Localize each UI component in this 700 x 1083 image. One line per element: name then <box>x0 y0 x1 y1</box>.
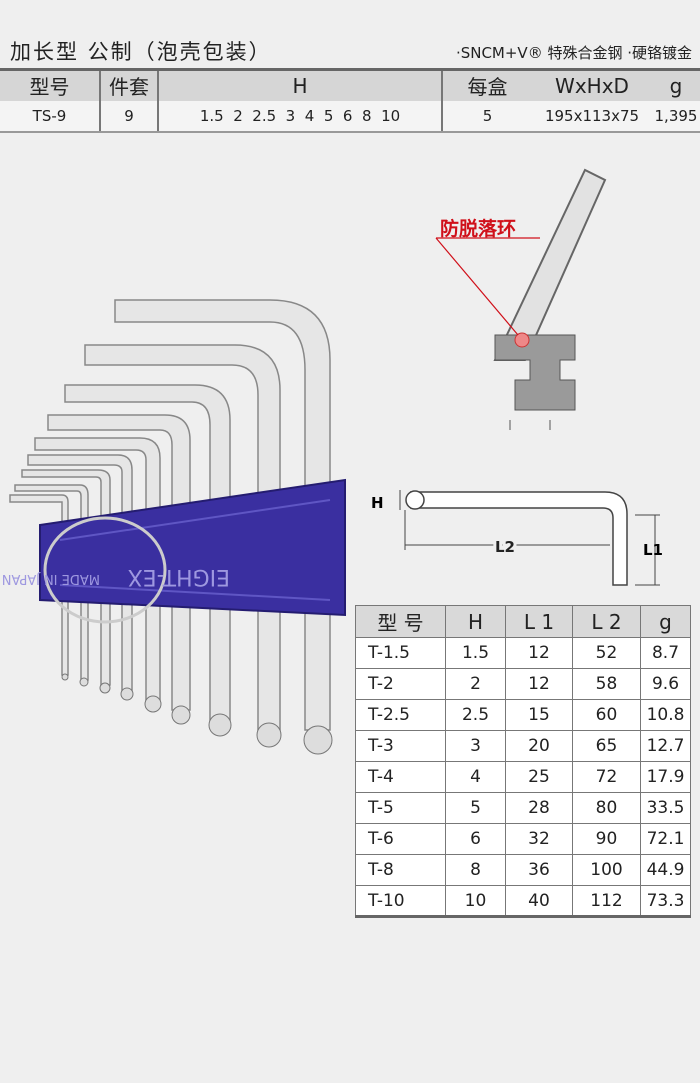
size-cell: 60 <box>572 699 641 731</box>
size-cell: 20 <box>505 730 573 762</box>
size-cell: 3 <box>445 730 506 762</box>
size-cell: 32 <box>505 823 573 855</box>
h-dimension-label: H <box>371 494 384 512</box>
spec-header: 型号 <box>0 68 101 101</box>
anti-drop-ring-label: 防脱落环 <box>440 217 516 240</box>
size-cell: 100 <box>572 854 641 886</box>
size-cell: 72.1 <box>640 823 691 855</box>
size-cell: 52 <box>572 637 641 669</box>
size-cell: T-2.5 <box>355 699 446 731</box>
size-cell: 2 <box>445 668 506 700</box>
size-cell: 25 <box>505 761 573 793</box>
size-cell: T-5 <box>355 792 446 824</box>
material-subtitle: ·SNCM+V® 特殊合金钢 ·硬铬镀金 <box>455 44 692 62</box>
hex-key-set-image: MADE IN JAPAN EIGHT-EX <box>2 299 346 755</box>
page-title: 加长型 公制（泡壳包装） <box>10 40 272 64</box>
sizes-header: L 1 <box>505 605 573 638</box>
size-cell: 5 <box>445 792 506 824</box>
size-cell: 6 <box>445 823 506 855</box>
size-cell: 8 <box>445 854 506 886</box>
table-row: TS-9 9 1.5 2 2.5 3 4 5 6 8 10 5 195x113x… <box>0 100 700 133</box>
size-cell: 72 <box>572 761 641 793</box>
sizes-header: 型 号 <box>355 605 446 638</box>
size-cell: 15 <box>505 699 573 731</box>
size-cell: 8.7 <box>640 637 691 669</box>
size-cell: 12 <box>505 668 573 700</box>
size-cell: 80 <box>572 792 641 824</box>
size-cell: 73.3 <box>640 885 691 917</box>
size-cell: 17.9 <box>640 761 691 793</box>
size-cell: 12 <box>505 637 573 669</box>
size-cell: T-2 <box>355 668 446 700</box>
size-cell: T-10 <box>355 885 446 917</box>
dimension-diagram: H L2 L1 <box>371 490 663 586</box>
size-cell: 12.7 <box>640 730 691 762</box>
sizes-header: g <box>640 605 691 638</box>
spec-cell: TS-9 <box>0 100 101 133</box>
size-cell: 58 <box>572 668 641 700</box>
size-cell: 9.6 <box>640 668 691 700</box>
sizes-header: L 2 <box>572 605 641 638</box>
holder-made-label: MADE IN JAPAN <box>2 571 100 586</box>
size-cell: 90 <box>572 823 641 855</box>
spec-header: 每盒 <box>442 68 532 101</box>
spec-header: 件套 <box>100 68 159 101</box>
size-cell: 40 <box>505 885 573 917</box>
size-cell: T-4 <box>355 761 446 793</box>
size-cell: 44.9 <box>640 854 691 886</box>
size-cell: 10 <box>445 885 506 917</box>
spec-cell: 9 <box>100 100 159 133</box>
retaining-ring-diagram: 防脱落环 <box>435 168 607 430</box>
spec-header: H <box>158 68 443 101</box>
size-cell: 112 <box>572 885 641 917</box>
size-cell: T-6 <box>355 823 446 855</box>
size-cell: 4 <box>445 761 506 793</box>
spec-cell: 1.5 2 2.5 3 4 5 6 8 10 <box>158 100 443 133</box>
size-cell: 1.5 <box>445 637 506 669</box>
size-cell: T-1.5 <box>355 637 446 669</box>
spec-cell: 1,395 <box>652 100 700 133</box>
set-spec-table: 型号 件套 H 每盒 WxHxD g TS-9 9 1.5 2 2.5 3 4 … <box>0 68 700 133</box>
spec-cell: 5 <box>442 100 532 133</box>
size-cell: T-8 <box>355 854 446 886</box>
size-cell: 33.5 <box>640 792 691 824</box>
holder-brand-label: EIGHT-EX <box>128 564 230 589</box>
size-cell: T-3 <box>355 730 446 762</box>
size-cell: 65 <box>572 730 641 762</box>
spec-cell: 195x113x75 <box>532 100 652 133</box>
l1-dimension-label: L1 <box>643 541 663 559</box>
sizes-header: H <box>445 605 506 638</box>
size-cell: 36 <box>505 854 573 886</box>
spec-header: WxHxD <box>532 68 652 101</box>
spec-header: g <box>652 68 700 101</box>
l2-dimension-label: L2 <box>495 538 515 556</box>
size-cell: 2.5 <box>445 699 506 731</box>
size-cell: 10.8 <box>640 699 691 731</box>
size-cell: 28 <box>505 792 573 824</box>
